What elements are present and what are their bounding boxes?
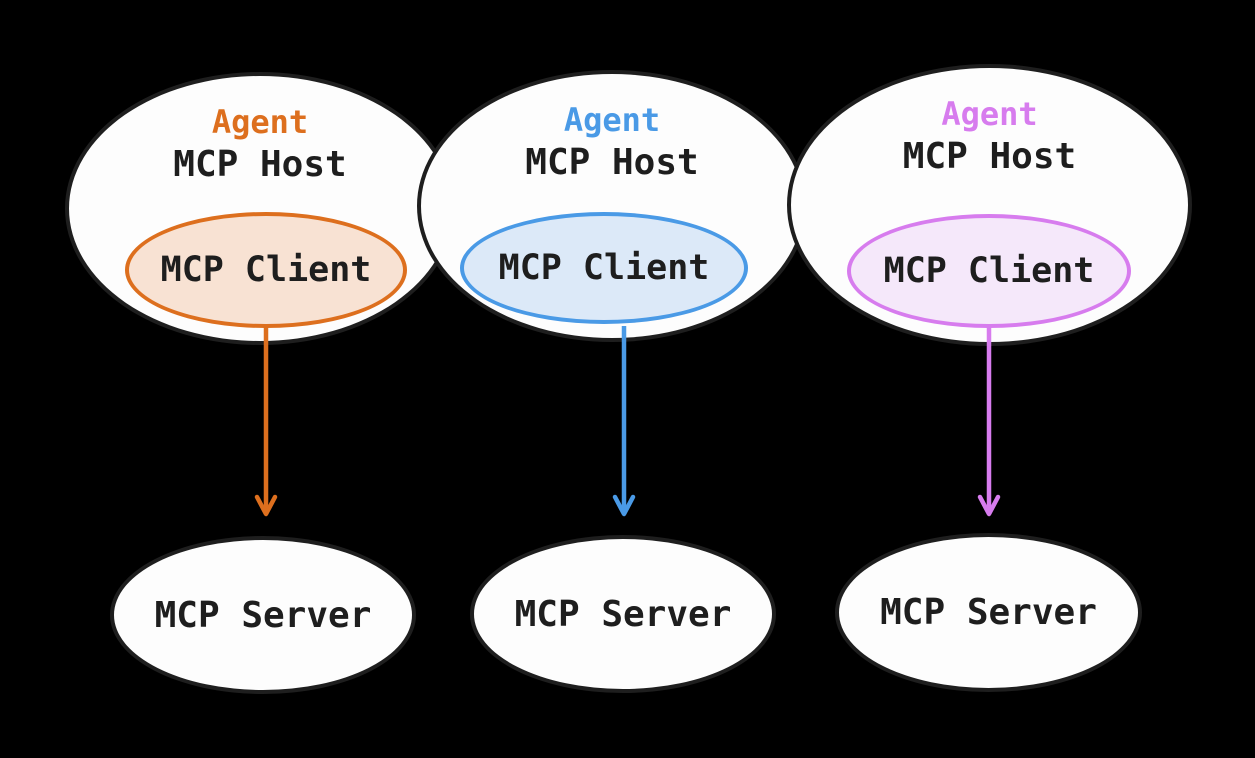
mcp-server-ellipse: MCP Server: [470, 535, 776, 693]
mcp-host-ellipse: Agent MCP Host MCP Client: [65, 72, 455, 345]
client-to-server-arrow: [254, 326, 278, 517]
mcp-client-label: MCP Client: [498, 248, 710, 288]
mcp-client-ellipse: MCP Client: [460, 212, 748, 324]
client-to-server-arrow: [977, 326, 1001, 517]
mcp-host-ellipse: Agent MCP Host MCP Client: [787, 64, 1192, 346]
mcp-client-ellipse: MCP Client: [847, 214, 1131, 328]
agent-label: Agent: [941, 95, 1038, 133]
mcp-host-label: MCP Host: [173, 144, 347, 185]
mcp-server-label: MCP Server: [154, 594, 372, 636]
mcp-server-ellipse: MCP Server: [835, 533, 1142, 692]
mcp-host-label: MCP Host: [525, 142, 699, 183]
agent-label: Agent: [563, 101, 661, 139]
mcp-client-label: MCP Client: [160, 250, 372, 290]
arrow-head: [254, 494, 278, 517]
mcp-server-ellipse: MCP Server: [110, 536, 416, 694]
arrow-head: [977, 494, 1001, 517]
client-to-server-arrow: [612, 326, 636, 517]
agent-label: Agent: [211, 103, 309, 141]
mcp-server-label: MCP Server: [880, 592, 1097, 633]
mcp-client-ellipse: MCP Client: [125, 212, 407, 328]
mcp-host-label: MCP Host: [902, 136, 1077, 177]
mcp-client-label: MCP Client: [883, 251, 1095, 291]
mcp-host-ellipse: Agent MCP Host MCP Client: [417, 70, 807, 342]
mcp-server-label: MCP Server: [514, 593, 732, 635]
arrow-head: [612, 494, 636, 517]
